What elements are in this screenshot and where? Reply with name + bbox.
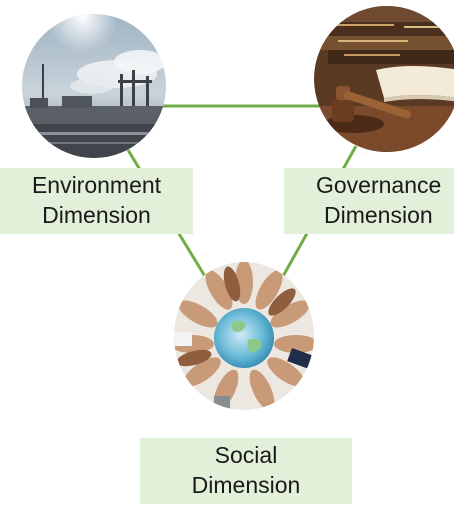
social-label: Social Dimension xyxy=(140,438,352,504)
social-label-line2: Dimension xyxy=(191,472,301,498)
social-image xyxy=(174,262,314,410)
governance-label-line1: Governance xyxy=(316,172,442,198)
governance-label-line2: Dimension xyxy=(324,202,433,228)
governance-image xyxy=(314,6,454,152)
environment-label: Environment Dimension xyxy=(0,168,193,234)
environment-image xyxy=(22,14,166,158)
environment-label-line1: Environment xyxy=(31,172,162,198)
governance-label: Governance Dimension xyxy=(284,168,454,234)
social-label-line1: Social xyxy=(214,442,278,468)
environment-label-line2: Dimension xyxy=(42,202,151,228)
